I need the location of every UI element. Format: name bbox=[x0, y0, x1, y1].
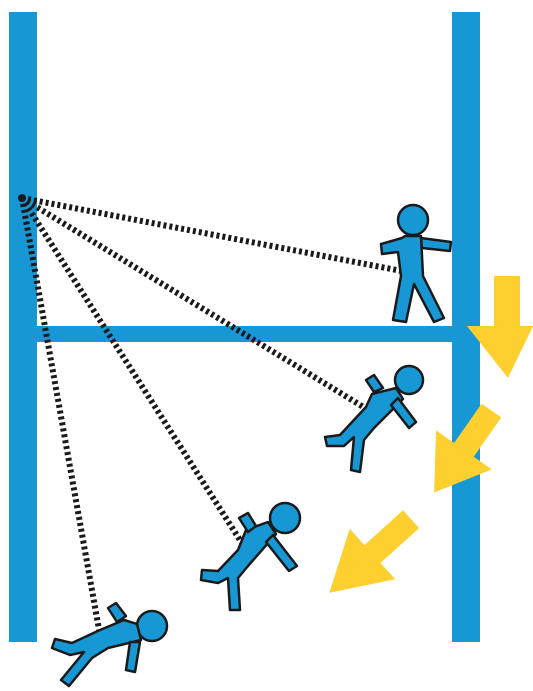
anchor-point bbox=[18, 194, 26, 202]
worker-icon bbox=[381, 205, 451, 322]
lanyard-3 bbox=[22, 198, 245, 548]
left-post bbox=[9, 12, 37, 642]
worker-icon bbox=[201, 503, 300, 610]
worker-icon bbox=[325, 366, 423, 472]
platform-beam bbox=[37, 326, 455, 342]
arrow-down-icon bbox=[307, 494, 434, 618]
worker-icon bbox=[52, 603, 167, 686]
